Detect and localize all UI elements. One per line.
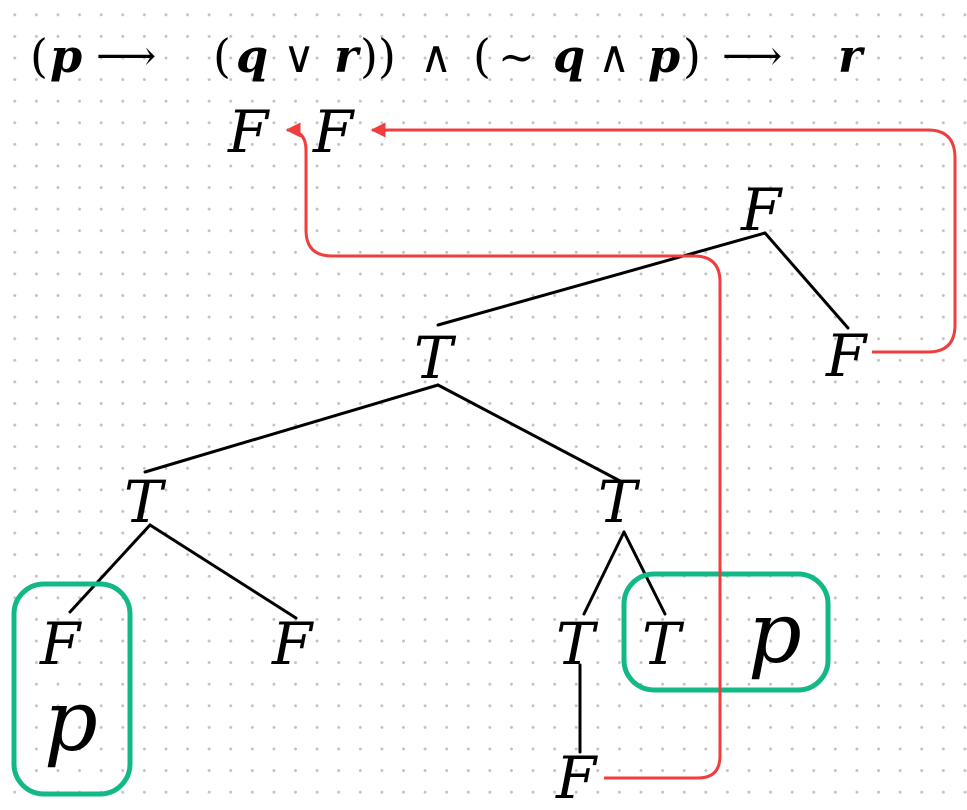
formula-r-1: r bbox=[334, 29, 362, 83]
edge-lower-left-to-leaf-2 bbox=[148, 523, 298, 620]
formula-open-paren-2: ( bbox=[213, 29, 231, 83]
tree-node-lower-left: T bbox=[124, 468, 167, 536]
tree-leaf-1: F bbox=[39, 610, 82, 678]
tree-node-root-right: F bbox=[825, 322, 868, 390]
tree-leaf-4: T bbox=[642, 610, 685, 678]
formula-open-paren-3: ( bbox=[473, 29, 491, 83]
top-label-left-f: F bbox=[227, 98, 270, 166]
formula-expression: ( p ⟶ ( q ∨ r )) ∧ ( ∼ q ∧ p ) ⟶ r bbox=[30, 29, 866, 83]
top-label-right-f: F bbox=[312, 98, 355, 166]
tree-node-mid-left: T bbox=[414, 324, 457, 392]
edge-root-to-right-f bbox=[763, 231, 850, 330]
tree-leaf-5: F bbox=[555, 744, 598, 810]
edge-lower-right-to-leaf-3 bbox=[582, 530, 626, 616]
edge-mid-to-lower-right bbox=[436, 383, 624, 484]
tree-leaf-3: T bbox=[556, 610, 599, 678]
formula-p-2: p bbox=[648, 29, 680, 83]
red-arrow-to-right-f bbox=[370, 122, 957, 354]
green-highlight-left bbox=[11, 581, 133, 797]
formula-implies-1: ⟶ bbox=[96, 31, 156, 80]
annotation-right-p: p bbox=[748, 584, 802, 682]
formula-and-1: ∧ bbox=[420, 32, 452, 83]
formula-q-1: q bbox=[236, 29, 268, 83]
formula-close-parens: )) bbox=[360, 29, 396, 83]
formula-r-2: r bbox=[838, 29, 866, 83]
formula-implies-2: ⟶ bbox=[722, 31, 782, 80]
formula-close-paren: ) bbox=[683, 29, 701, 83]
tree-node-root: F bbox=[740, 176, 783, 244]
red-arrow-to-left-f bbox=[285, 122, 722, 780]
green-highlight-right bbox=[621, 571, 831, 693]
formula-negation: ∼ bbox=[498, 32, 535, 83]
edge-mid-to-lower-left bbox=[143, 383, 440, 474]
tree-leaf-2: F bbox=[271, 610, 314, 678]
formula-p-1: p bbox=[50, 29, 82, 83]
annotation-left-p: p bbox=[44, 672, 98, 770]
formula-or: ∨ bbox=[283, 32, 315, 83]
formula-q-2: q bbox=[553, 29, 585, 83]
tree-edges bbox=[68, 231, 850, 754]
edge-lower-left-to-leaf-1 bbox=[68, 523, 152, 614]
formula-open-paren-1: ( bbox=[30, 29, 48, 83]
formula-and-2: ∧ bbox=[598, 32, 630, 83]
tree-node-lower-right: T bbox=[598, 468, 641, 536]
edge-root-to-mid bbox=[436, 231, 767, 327]
